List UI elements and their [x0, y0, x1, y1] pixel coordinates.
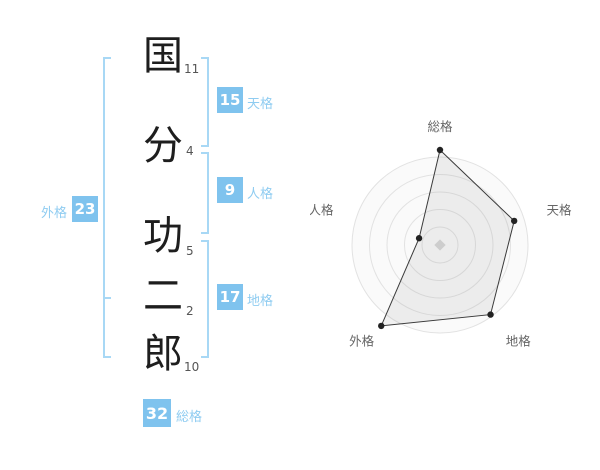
name-character-3: 功 [143, 213, 183, 259]
tenkaku-label: 天格 [247, 97, 274, 112]
radar-axis-label: 総格 [427, 119, 453, 134]
tenkaku-bracket [201, 57, 209, 147]
radar-axis-label: 地格 [506, 334, 532, 349]
chikaku-label: 地格 [247, 294, 274, 309]
stroke-count-2: 4 [186, 144, 194, 158]
stroke-count-1: 11 [184, 62, 200, 76]
jinkaku-bracket [201, 152, 209, 234]
name-character-2: 分 [143, 123, 183, 169]
jinkaku-value-badge: 9 [217, 177, 243, 203]
gaikaku-bracket [103, 57, 111, 358]
radar-axis-label: 人格 [310, 202, 334, 217]
stroke-count-5: 10 [184, 360, 200, 374]
soukaku-label: 総格 [176, 410, 203, 425]
radar-axis-label: 天格 [547, 202, 573, 217]
name-character-1: 国 [143, 33, 183, 79]
chikaku-value-badge: 17 [217, 284, 243, 310]
name-character-4: 二 [143, 273, 183, 319]
stroke-count-3: 5 [186, 244, 194, 258]
chikaku-bracket [201, 240, 209, 358]
tenkaku-value-badge: 15 [217, 87, 243, 113]
name-character-5: 郎 [143, 331, 183, 377]
soukaku-value-badge: 32 [143, 399, 171, 427]
gaikaku-bracket-tick [103, 297, 111, 299]
jinkaku-label: 人格 [247, 187, 274, 202]
gaikaku-label: 外格 [41, 206, 68, 221]
radar-axis-label: 外格 [349, 334, 375, 349]
radar-chart: 総格天格地格 外格 人格 [308, 110, 580, 370]
gaikaku-value-badge: 23 [72, 196, 98, 222]
stroke-count-4: 2 [186, 304, 194, 318]
